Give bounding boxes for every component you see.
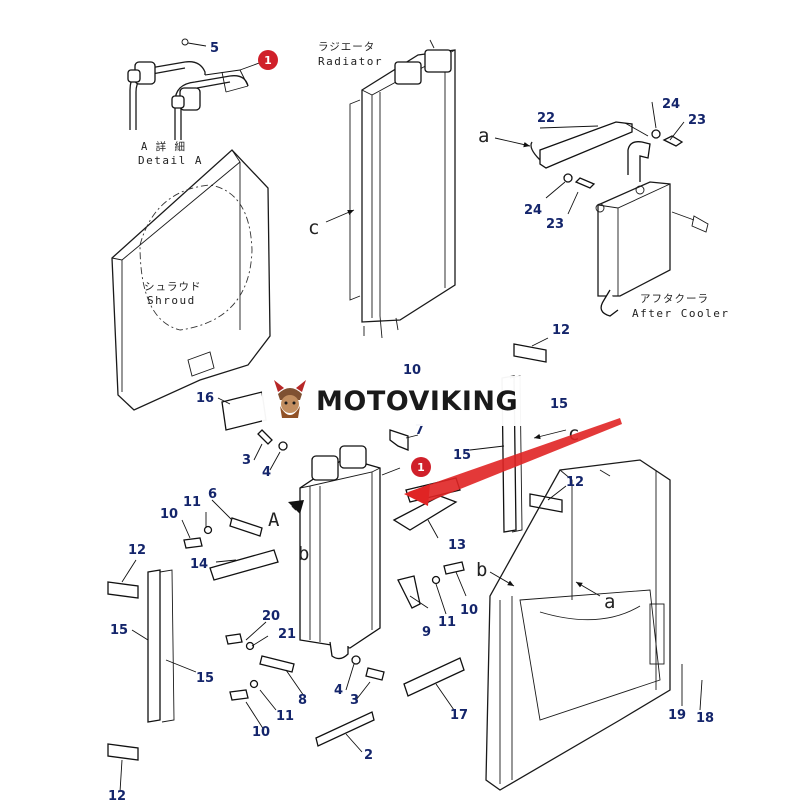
radiator-drawing — [349, 39, 456, 339]
callout-13: 13 — [448, 538, 466, 553]
viking-logo-icon — [274, 380, 306, 418]
callout-15-mid: 15 — [453, 448, 471, 463]
aftercooler-en-label: After Cooler — [632, 307, 729, 320]
radiator-frame-drawing — [485, 459, 671, 791]
callout-19: 19 — [668, 708, 686, 723]
badge-center-text: 1 — [417, 461, 425, 474]
detail-a-en-label: Detail A — [138, 154, 203, 167]
ref-b-frame: b — [476, 559, 487, 581]
callout-17: 17 — [450, 708, 468, 723]
radiator-jp-label: ラジエータ — [318, 41, 375, 53]
radiator-en-label: Radiator — [318, 55, 383, 68]
callout-12-bottom: 12 — [108, 789, 126, 800]
callout-20: 20 — [262, 609, 280, 624]
after-cooler-drawing — [563, 129, 709, 317]
callout-12-top: 12 — [552, 323, 570, 338]
callout-24-top: 24 — [662, 97, 680, 112]
callout-22: 22 — [537, 111, 555, 126]
callout-14: 14 — [190, 557, 208, 572]
leader-lines — [119, 101, 703, 793]
callout-5: 5 — [210, 41, 219, 56]
ref-a-bracket: a — [478, 125, 489, 147]
badge-top-text: 1 — [264, 54, 272, 67]
oil-cooler-core-drawing — [299, 445, 381, 660]
callout-16: 16 — [196, 391, 214, 406]
callout-24-mid: 24 — [524, 203, 542, 218]
callout-15-top: 15 — [550, 397, 568, 412]
callout-numbers: 5 22 24 23 24 23 12 10 15 16 7 15 3 4 12… — [108, 41, 714, 800]
callout-12-right: 12 — [566, 475, 584, 490]
callout-10-bottom: 10 — [252, 725, 270, 740]
callout-18: 18 — [696, 711, 714, 726]
callout-8: 8 — [298, 693, 307, 708]
ref-a-frame: a — [604, 591, 615, 613]
bracket-22-drawing — [530, 121, 633, 169]
shroud-en-label: Shroud — [147, 294, 196, 307]
callout-23-mid: 23 — [546, 217, 564, 232]
badge-center — [411, 457, 431, 477]
callout-15-bottom: 15 — [196, 671, 214, 686]
ref-A-view: A — [268, 509, 280, 531]
callout-11-bottom: 11 — [276, 709, 294, 724]
callout-15-left: 15 — [110, 623, 128, 638]
callout-2: 2 — [364, 748, 373, 763]
callout-23-top: 23 — [688, 113, 706, 128]
fasteners-and-brackets — [183, 429, 465, 701]
red-pointer-arrowhead — [404, 484, 430, 506]
watermark-banner: MOTOVIKING — [262, 376, 536, 426]
aftercooler-jp-label: アフタクーラ — [640, 293, 709, 305]
shroud-jp-label: シュラウド — [144, 281, 202, 293]
badge-top — [258, 50, 278, 70]
ref-c-radiator: c — [308, 217, 319, 239]
callout-10-top: 10 — [403, 363, 421, 378]
callout-3-top: 3 — [242, 453, 251, 468]
callout-3-bottom: 3 — [350, 693, 359, 708]
callout-21: 21 — [278, 627, 296, 642]
view-arrow-a-icon — [288, 500, 304, 514]
callout-10-right: 10 — [460, 603, 478, 618]
callout-4-bottom: 4 — [334, 683, 343, 698]
shroud-drawing — [111, 149, 271, 411]
callout-10-left: 10 — [160, 507, 178, 522]
watermark-brand: MOTOVIKING — [316, 385, 519, 417]
callout-7: 7 — [415, 423, 424, 438]
ref-b-core: b — [298, 543, 309, 565]
callout-6: 6 — [208, 487, 217, 502]
callout-9: 9 — [422, 625, 431, 640]
callout-11-left: 11 — [183, 495, 201, 510]
detail-a-jp-label: A 詳 細 — [141, 140, 186, 153]
callout-4-top: 4 — [262, 465, 271, 480]
ref-c-frame: c — [568, 423, 579, 445]
red-pointer-arrow — [408, 418, 622, 502]
callout-11-right: 11 — [438, 615, 456, 630]
callout-12-left: 12 — [128, 543, 146, 558]
detail-a-drawing — [127, 38, 263, 140]
